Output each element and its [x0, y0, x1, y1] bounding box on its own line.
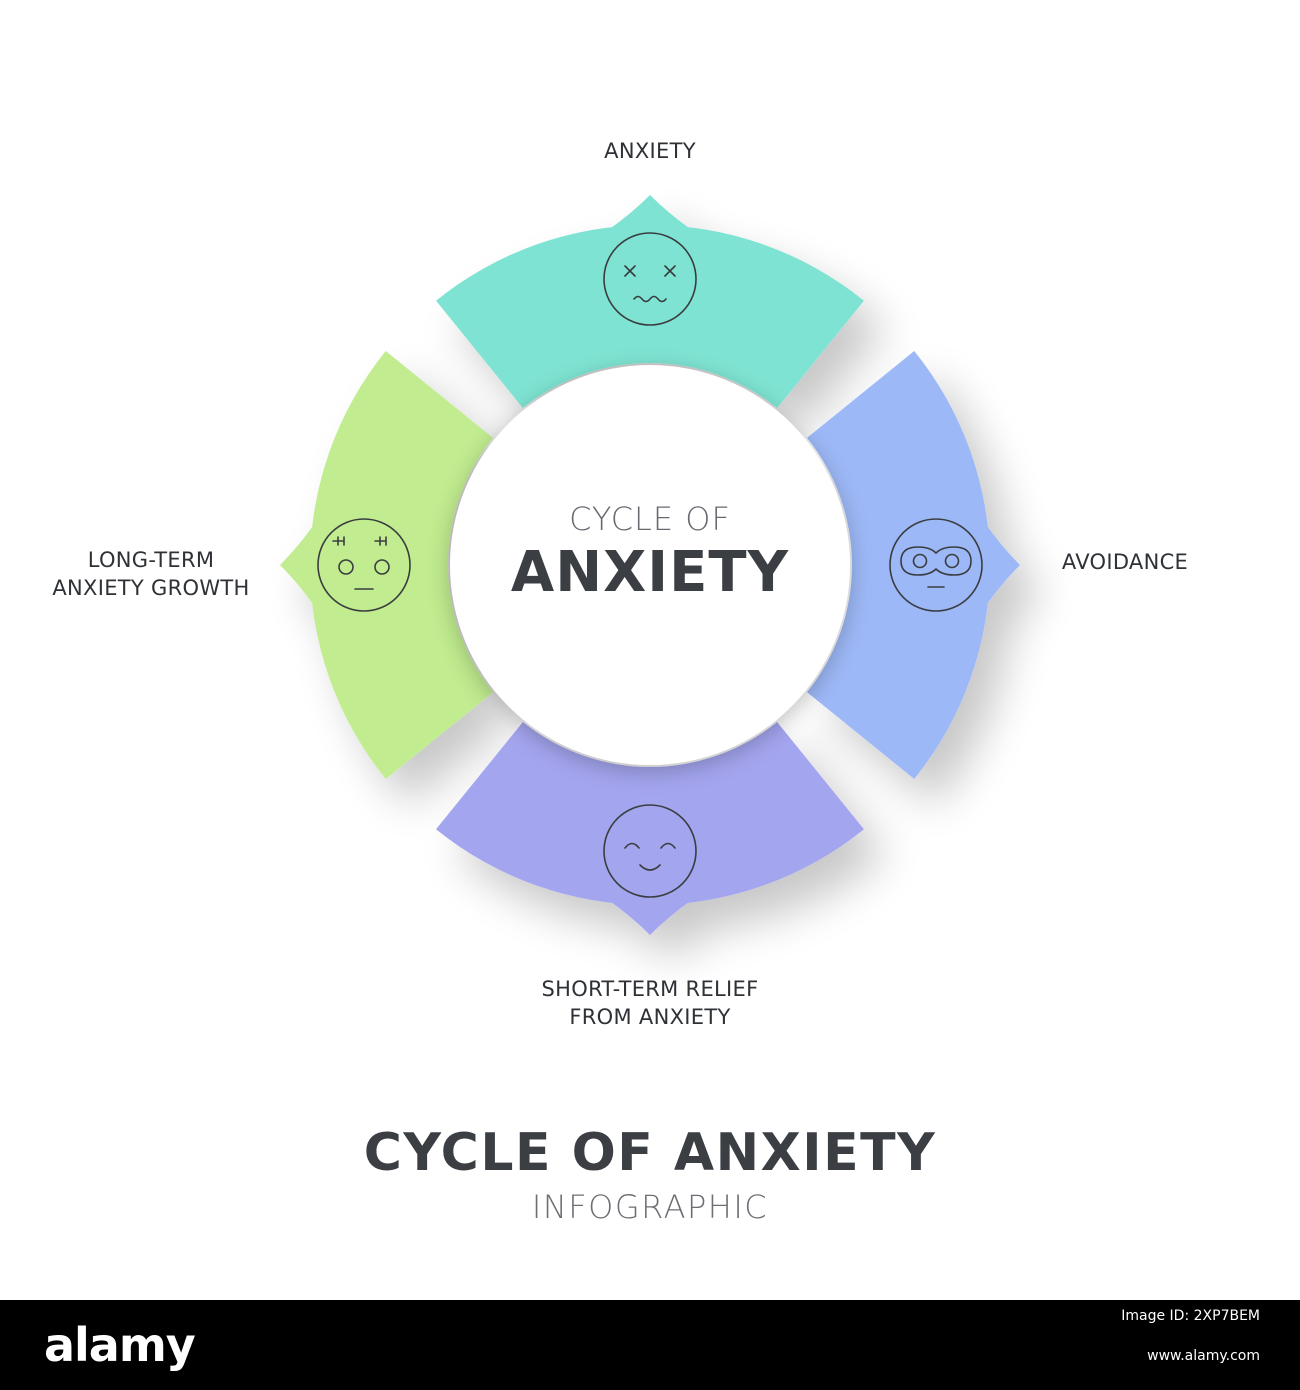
- cycle-diagram: ANXIETY AVOIDANCE SHORT-TERM RELIEF FROM…: [52, 139, 1189, 1029]
- segment-pointer-relief: [608, 900, 692, 935]
- center-title-line1: CYCLE OF: [569, 500, 731, 538]
- segment-pointer-growth: [280, 523, 315, 607]
- segment-label-avoidance: AVOIDANCE: [1061, 550, 1189, 574]
- segment-pointer-avoidance: [985, 523, 1020, 607]
- stock-url: www.alamy.com: [1147, 1348, 1260, 1364]
- segment-label-short-term-relief: SHORT-TERM RELIEF FROM ANXIETY: [541, 977, 759, 1029]
- cycle-ring: [280, 195, 1020, 935]
- segment-pointer-anxiety: [608, 195, 692, 230]
- stock-watermark-bar: alamy Image ID: 2XP7BEM www.alamy.com: [0, 1300, 1300, 1390]
- stock-logo: alamy: [44, 1318, 196, 1372]
- center-circle: [450, 365, 850, 765]
- segment-label-long-term-growth: LONG-TERM ANXIETY GROWTH: [52, 548, 250, 600]
- footer-subtitle: INFOGRAPHIC: [531, 1188, 769, 1226]
- center-title-line2: ANXIETY: [510, 540, 790, 605]
- angry-face-icon: [317, 518, 411, 612]
- masked-face-icon: [889, 518, 983, 612]
- segment-label-anxiety: ANXIETY: [604, 139, 696, 163]
- ring-segment-growth: [309, 351, 494, 779]
- stock-image-id: Image ID: 2XP7BEM: [1121, 1308, 1260, 1324]
- smiling-face-icon: [603, 804, 697, 898]
- ring-segment-anxiety: [436, 225, 864, 409]
- ring-segment-avoidance: [806, 351, 991, 779]
- dizzy-face-icon: [603, 232, 697, 326]
- footer-title: CYCLE OF ANXIETY: [363, 1123, 937, 1183]
- ring-segment-relief: [436, 721, 864, 906]
